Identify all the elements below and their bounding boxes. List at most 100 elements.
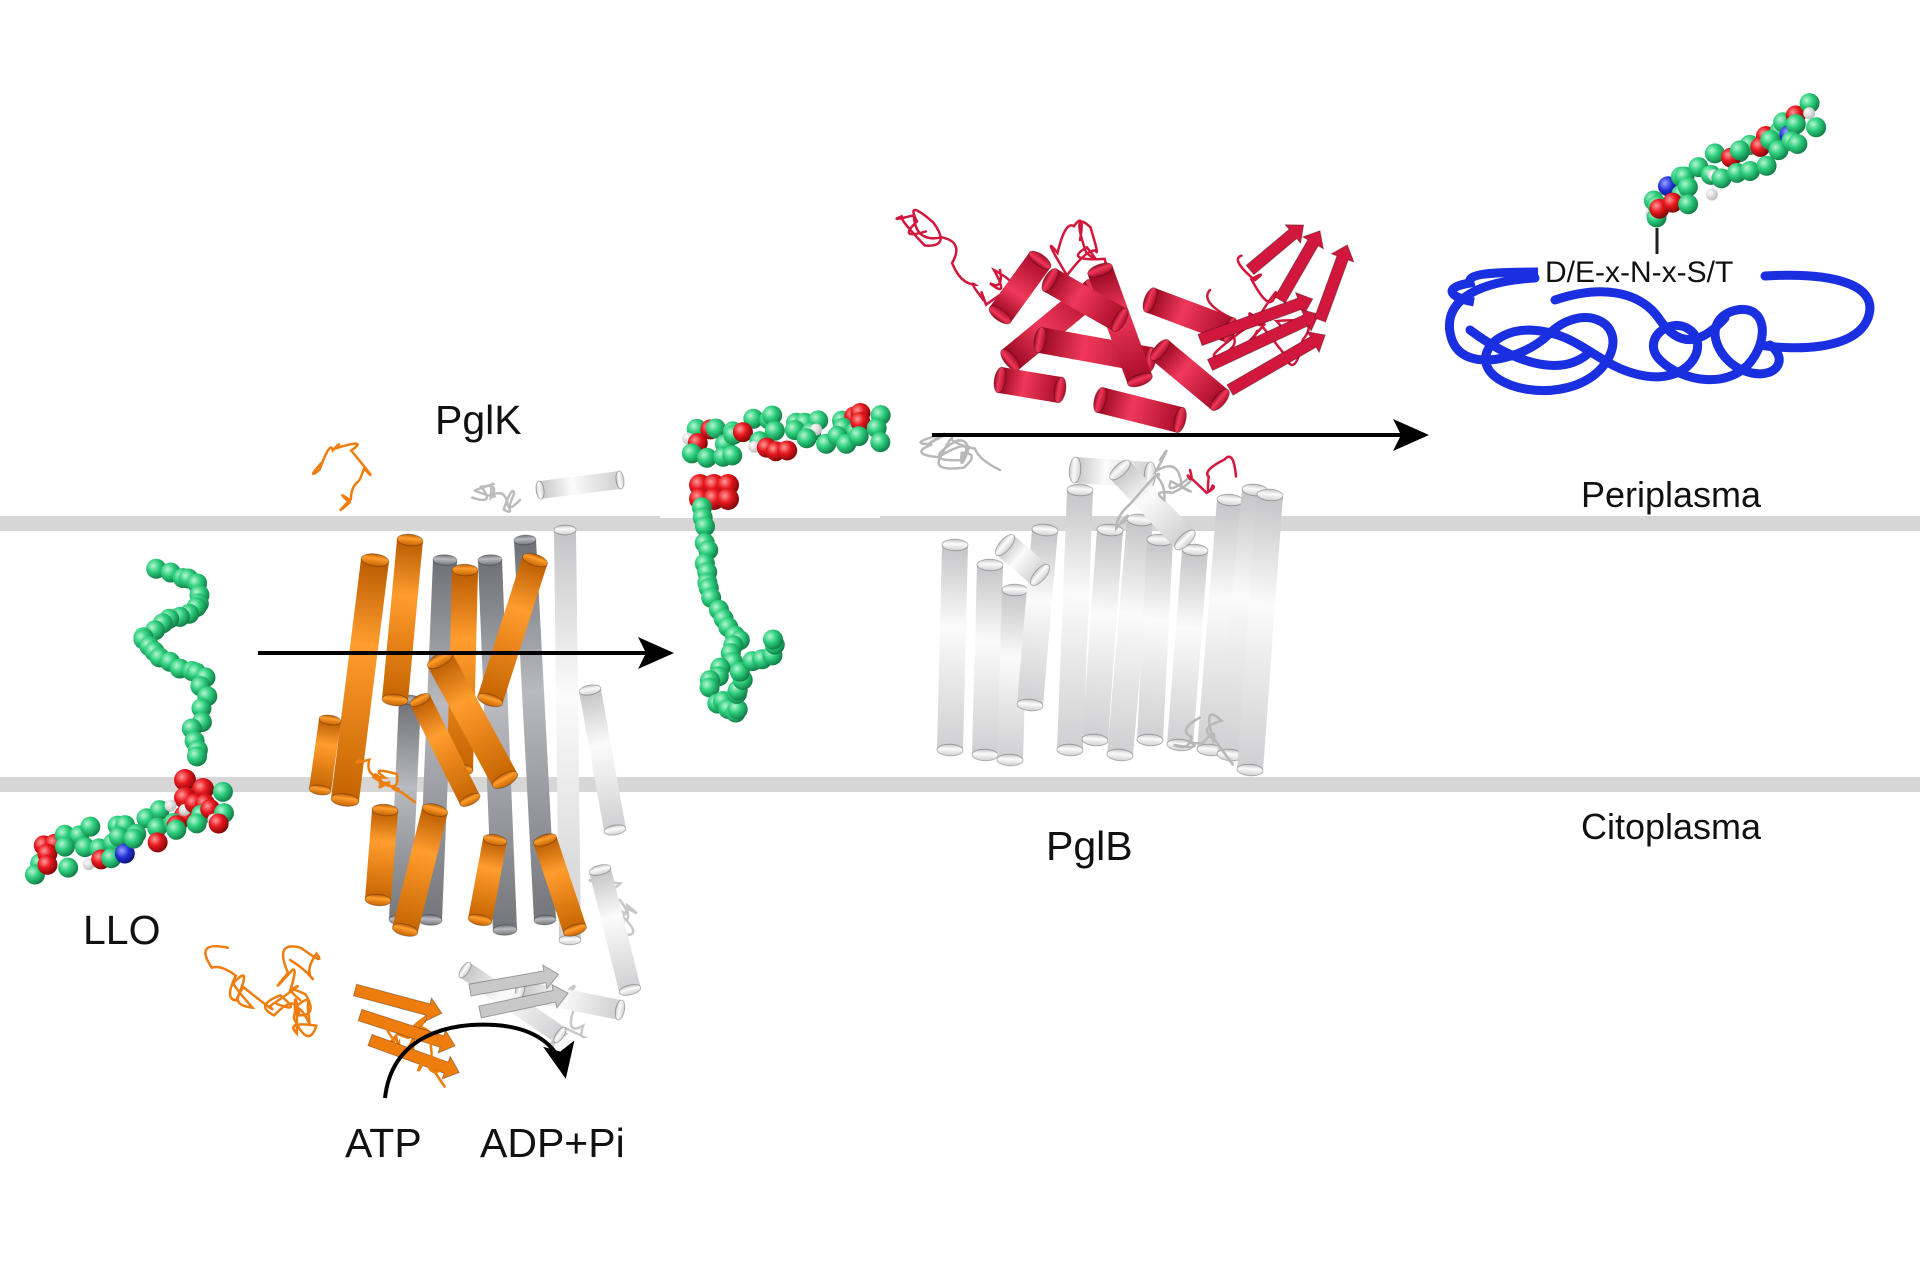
pglb-helix-icon (994, 533, 1051, 587)
atom-icon (147, 817, 168, 838)
atp-hydrolysis-arrow[interactable] (383, 1022, 575, 1099)
pglk-helix-icon (535, 470, 625, 500)
atom-icon (1662, 192, 1683, 213)
pglb-loop-icon (895, 208, 1028, 307)
atom-icon (1729, 140, 1750, 161)
pglk-helix-icon (588, 864, 642, 996)
atom-icon (1705, 188, 1718, 201)
atom-icon (722, 445, 743, 466)
atom-icon (186, 746, 207, 767)
atom-icon (123, 828, 144, 849)
pglb-helix-icon (1081, 523, 1124, 747)
pglk-helix-icon (532, 833, 588, 937)
atom-icon (1799, 93, 1820, 114)
periplasma-label: Periplasma (1581, 474, 1762, 515)
atom-icon (1785, 114, 1806, 135)
pglb-loop-icon (1114, 449, 1193, 532)
pglk-helix-icon (330, 553, 390, 807)
pglk-loop-icon (204, 944, 321, 1011)
atom-icon (848, 426, 869, 447)
pglk-helix-icon (553, 524, 582, 946)
pglk-loop-icon (470, 482, 522, 513)
atom-icon (1756, 155, 1777, 176)
pglk-helix-icon (364, 803, 399, 907)
pglb-helix-icon (988, 250, 1052, 325)
membrane-inner-leaflet (0, 777, 1920, 792)
atom-icon (208, 813, 229, 834)
atom-icon (1803, 107, 1816, 120)
atom-icon (1677, 176, 1698, 197)
peptide-chain-icon (1444, 228, 1875, 395)
atom-icon (166, 819, 187, 840)
citoplasma-label: Citoplasma (1581, 806, 1762, 847)
pglk-helix-icon (391, 803, 449, 937)
pglb-helix-icon (971, 558, 1004, 762)
atom-icon (114, 843, 135, 864)
atom-icon (717, 488, 739, 510)
atom-icon (164, 799, 177, 812)
sequon-label: D/E-x-N-x-S/T (1545, 256, 1734, 289)
pglk-loop-icon (264, 988, 318, 1038)
atom-icon (147, 832, 168, 853)
membrane (0, 516, 1920, 792)
atom-icon (54, 836, 75, 857)
pglb-helix-icon (1150, 338, 1230, 412)
pglb-helix-icon (1041, 267, 1129, 333)
atom-icon (1740, 160, 1761, 181)
translocation-arrows (258, 419, 1429, 1099)
pglk-sheet-icon (478, 983, 569, 1019)
pglk-loop-icon (354, 757, 417, 804)
pglb-helix-icon (1093, 386, 1187, 434)
pglb-loop-icon (1173, 713, 1235, 766)
atom-icon (37, 854, 58, 875)
atom-icon (1678, 194, 1699, 215)
pglb-sheet-icon (1226, 330, 1326, 396)
pglb-sheet-icon (1274, 230, 1325, 304)
pglk-sheet-icon (468, 964, 560, 997)
pglb-helix-icon (936, 538, 969, 757)
pglk-label: PglK (435, 397, 522, 443)
pglb-sheet-icon (1197, 291, 1314, 347)
atom-icon (777, 440, 798, 461)
pglb-sheet-icon (1313, 244, 1355, 323)
llo-molecule-icon (24, 558, 234, 885)
atom-icon (174, 769, 196, 791)
pglb-helix-icon (1109, 459, 1196, 551)
atom-icon (870, 432, 891, 453)
atom-icon (80, 816, 101, 837)
pglk-helix-icon (477, 552, 548, 708)
pglb-helix-icon (1056, 483, 1094, 757)
atom-icon (762, 629, 783, 650)
atom-icon (762, 405, 783, 426)
atom-icon (695, 516, 716, 537)
pglb-helix-icon (996, 583, 1029, 767)
pglb-loop-icon (1206, 254, 1310, 367)
atom-icon (699, 677, 720, 698)
pglk-loop-icon (384, 1020, 446, 1088)
pglb-sheet-icon (1206, 308, 1320, 372)
atom-icon (1787, 133, 1808, 154)
atom-icon (727, 699, 748, 720)
pglk-loop-icon (311, 442, 372, 512)
pglk-helix-icon (467, 833, 508, 927)
atom-icon (1711, 168, 1732, 189)
pglb-helix-icon (1236, 488, 1284, 777)
flipped-llo-icon (681, 403, 891, 723)
pglk-helix-icon (409, 692, 481, 808)
pglk-helix-icon (578, 684, 627, 836)
pglk-protein-icon (204, 442, 642, 1088)
adp-pi-label: ADP+Pi (480, 1120, 625, 1166)
atom-icon (212, 781, 233, 802)
pglb-label: PglB (1046, 823, 1133, 869)
pglb-loop-icon (1186, 455, 1238, 495)
pglb-sheet-icon (1245, 224, 1305, 276)
atom-icon (696, 447, 717, 468)
atom-icon (186, 813, 207, 834)
atom-icon (1704, 143, 1725, 164)
atom-icon (1806, 117, 1827, 138)
atom-icon (681, 443, 702, 464)
atom-icon (796, 428, 817, 449)
atom-icon (58, 857, 79, 878)
atom-icon (108, 826, 129, 847)
